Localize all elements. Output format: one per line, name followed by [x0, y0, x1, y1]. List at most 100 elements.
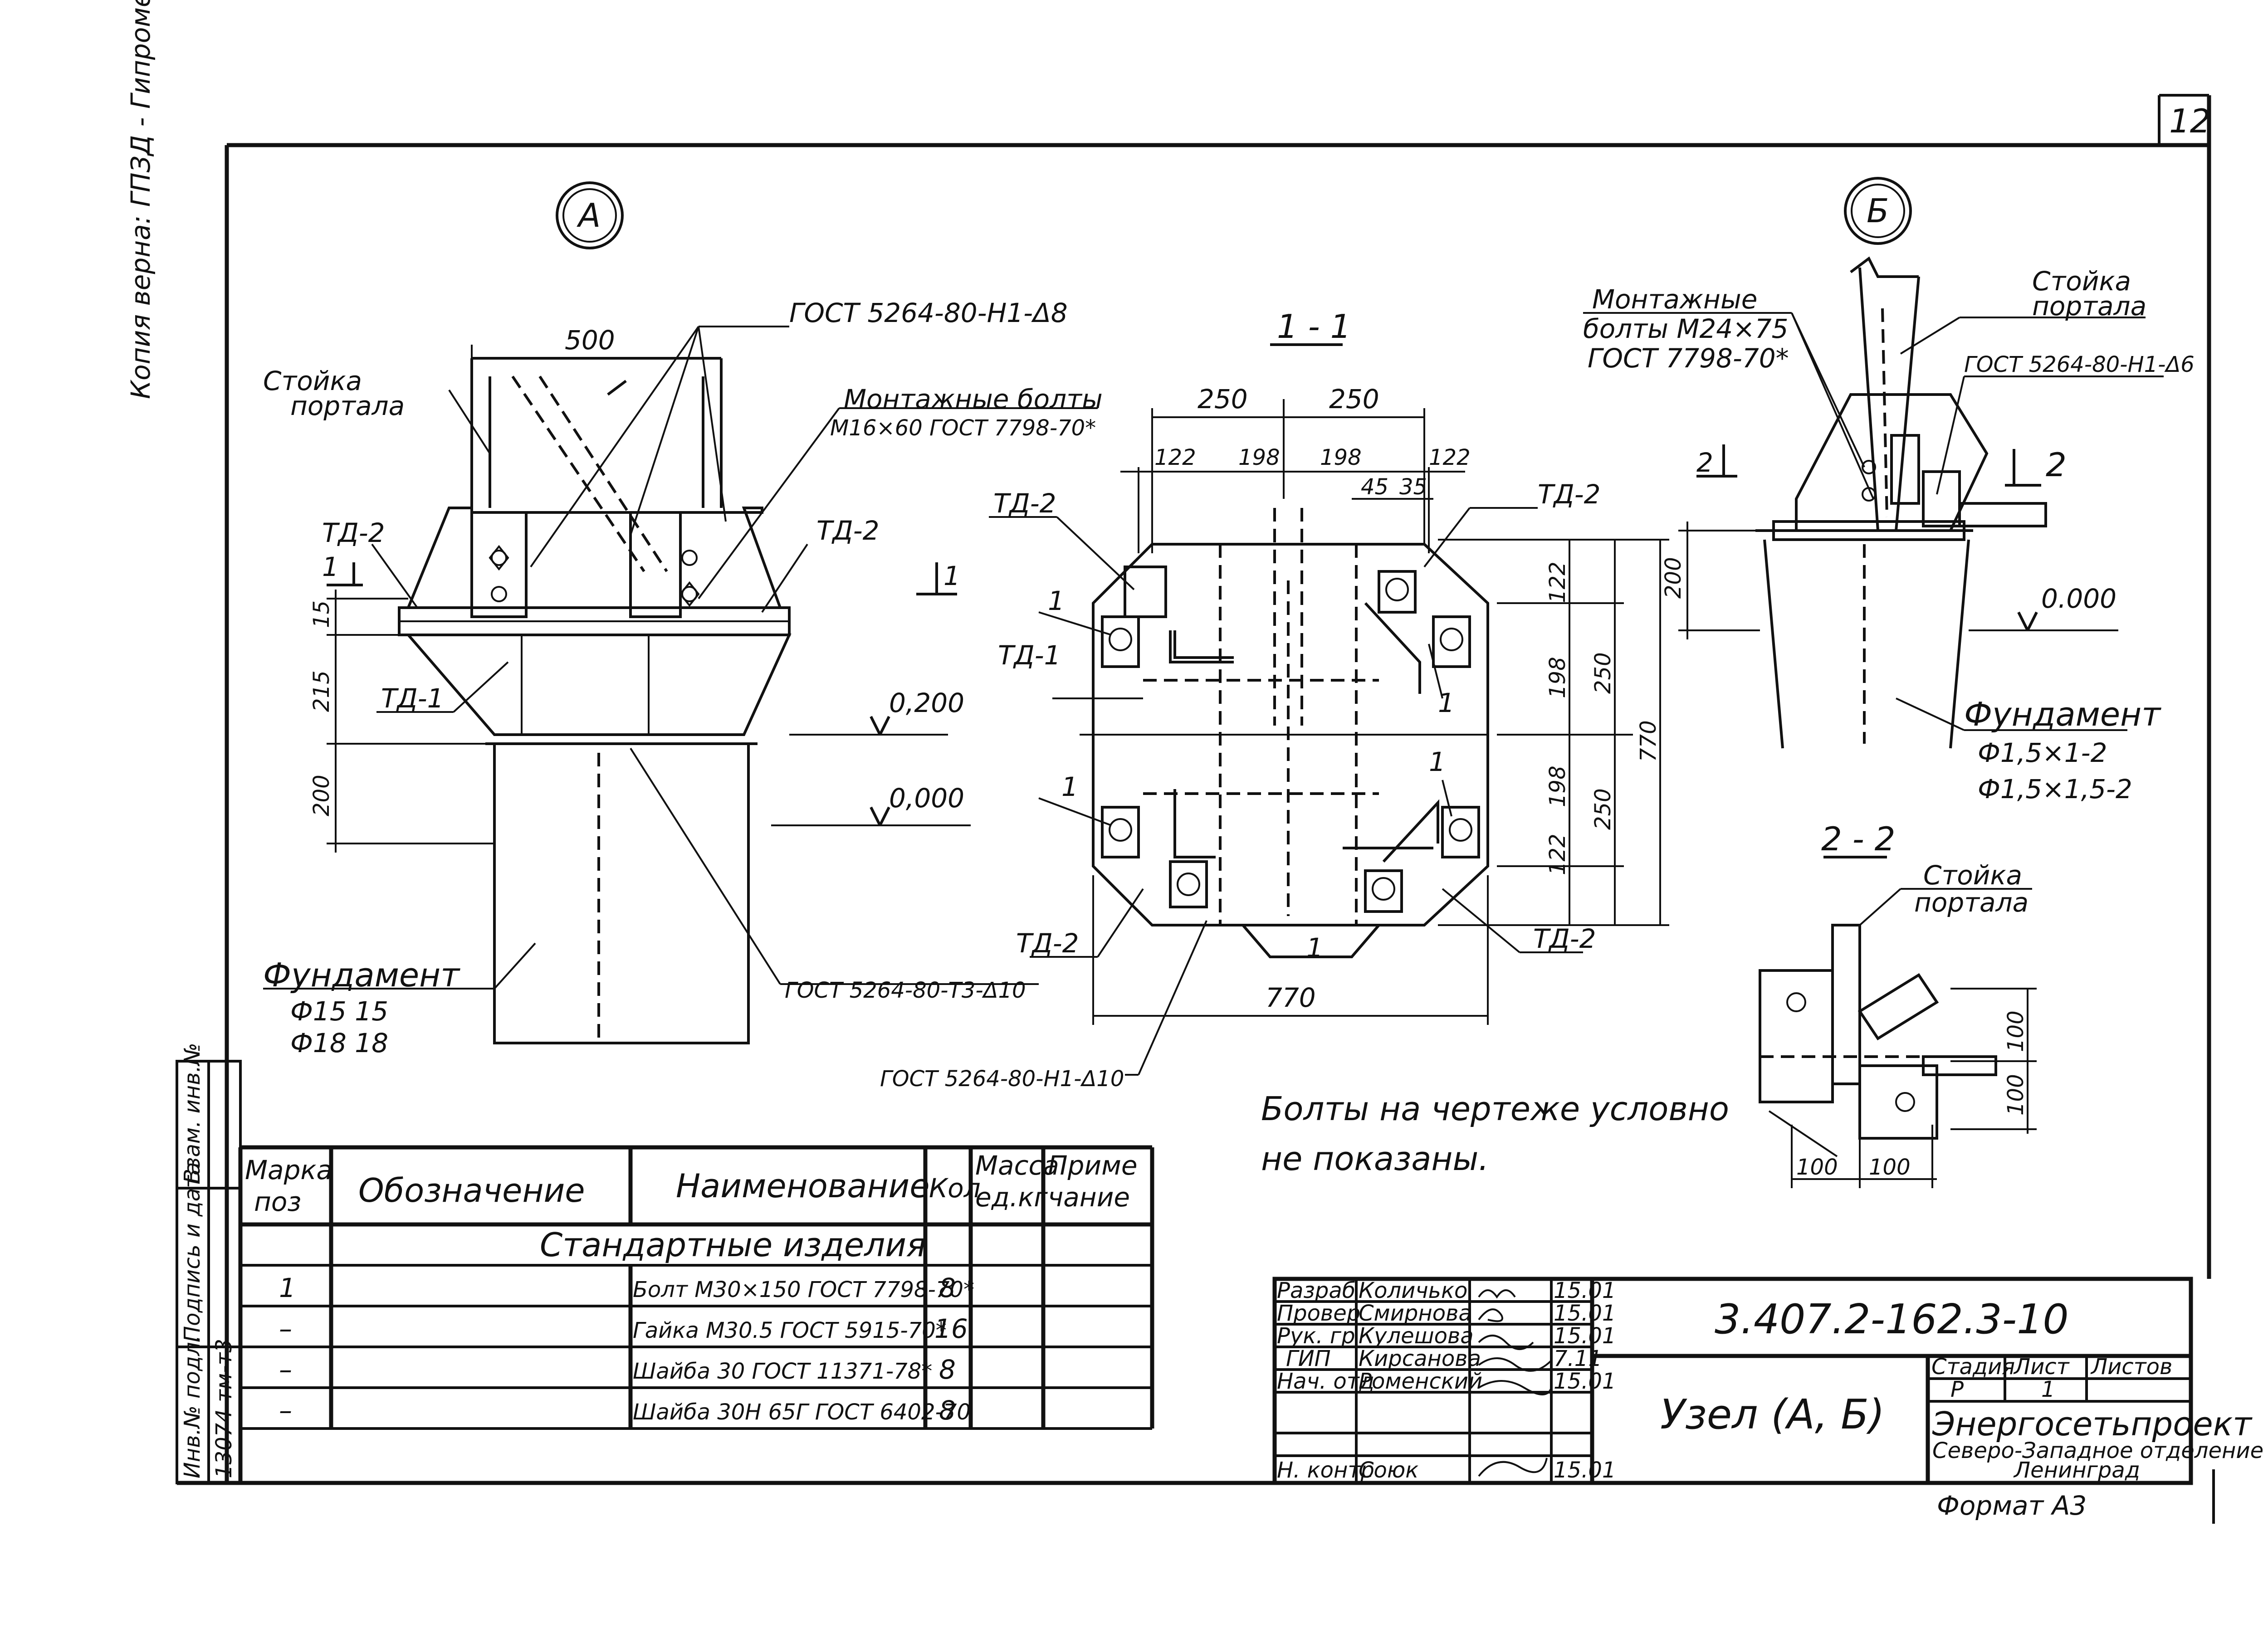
tb-date-4: 7.11 — [1554, 1346, 1602, 1371]
section-11-td2-bl: ТД-2 — [1016, 928, 1079, 959]
spec-row-2-qty: 16 — [934, 1313, 968, 1344]
spec-h-note-2: чание — [1048, 1182, 1130, 1213]
spec-row-1-qty: 8 — [939, 1273, 956, 1303]
tb-name-3: Кулешова — [1359, 1323, 1474, 1349]
view-b-bolts-2: болты М24×75 — [1583, 313, 1789, 344]
view-a-gost-top: ГОСТ 5264-80-Н1-Δ8 — [789, 297, 1068, 328]
section-11-v-770: 770 — [1636, 720, 1661, 762]
tb-date-3: 15.01 — [1554, 1323, 1616, 1349]
view-b-bolts-1: Монтажные — [1592, 284, 1757, 315]
sheet-number: 12 — [2169, 102, 2211, 140]
copy-note: Копия верна: ГПЗД - Гипромез — [125, 0, 156, 399]
side-stamp-inv-value: 13074 тм-т3 — [211, 1339, 237, 1478]
section-11-h-770: 770 — [1266, 982, 1316, 1013]
view-b-stand-1: Стойка — [2032, 266, 2131, 297]
view-a-dim-215: 215 — [309, 670, 334, 712]
view-a: А 500 — [263, 181, 1098, 1044]
spec-row-2-name: Гайка М30.5 ГОСТ 5915-70* — [633, 1318, 947, 1343]
spec-h-qty: Кол — [929, 1173, 981, 1204]
view-a-section-right: 1 — [943, 561, 960, 591]
side-stamp-sign-date: Подпись и дата — [180, 1162, 205, 1342]
section-11-dim-198b: 198 — [1320, 445, 1362, 470]
title-block — [1272, 1277, 2193, 1485]
view-b-foundation: Фундамент — [1964, 695, 2161, 733]
spec-row-2-mark: – — [279, 1313, 292, 1344]
view-b-marker: Б — [1867, 192, 1889, 230]
spec-h-mark-2: поз — [254, 1186, 301, 1217]
view-a-dim-500: 500 — [565, 325, 615, 356]
view-b-foundation-2: Ф1,5×1,5-2 — [1978, 774, 2132, 804]
section-11-title: 1 - 1 — [1277, 307, 1351, 346]
spec-h-designation: Обозначение — [358, 1171, 585, 1209]
tb-date-8: 15.01 — [1554, 1458, 1616, 1483]
view-a-section-left: 1 — [322, 551, 339, 582]
section-22-dim-100c: 100 — [2003, 1010, 2028, 1052]
view-b-bolts-3: ГОСТ 7798-70* — [1588, 343, 1789, 374]
section-22-dim-100a: 100 — [1796, 1155, 1838, 1180]
tb-sheet: 1 — [2041, 1377, 2055, 1402]
section-11-v-122a: 122 — [1545, 561, 1570, 603]
section-11-pos-1c: 1 — [1438, 687, 1455, 718]
section-11-pos-1d: 1 — [1429, 746, 1446, 777]
section-22-stand-2: портала — [1914, 887, 2028, 918]
spec-row-3-qty: 8 — [939, 1354, 956, 1385]
section-11-v-250b: 250 — [1590, 788, 1616, 830]
view-b-gost: ГОСТ 5264-80-Н1-Δ6 — [1964, 352, 2195, 377]
tb-role-1: Разраб — [1277, 1278, 1355, 1303]
section-22-dim-100b: 100 — [1869, 1155, 1911, 1180]
view-a-bolts-1: Монтажные болты — [844, 384, 1103, 414]
view-a-elev-top: 0,200 — [889, 687, 964, 718]
view-a-elev-zero: 0,000 — [889, 783, 964, 814]
tb-name-4: Кирсанова — [1359, 1346, 1481, 1371]
spec-row-3-name: Шайба 30 ГОСТ 11371-78* — [633, 1359, 932, 1384]
section-11-dim-250a: 250 — [1198, 384, 1248, 414]
tb-role-3: Рук. гр — [1277, 1323, 1355, 1349]
tb-role-8: Н. контр — [1277, 1458, 1374, 1483]
section-11-pos-1e: 1 — [1306, 932, 1323, 963]
section-1-1: 770 122 198 198 122 250 250 770 — [989, 343, 1669, 1076]
tb-role-4: ГИП — [1286, 1346, 1331, 1371]
view-a-foundation-1: Ф15 15 — [290, 996, 388, 1027]
view-a-td2-right: ТД-2 — [816, 515, 880, 546]
sheet-frame — [177, 94, 2215, 1524]
view-a-stand-2: портала — [290, 390, 405, 421]
view-a-marker-circle — [556, 181, 624, 249]
section-11-gost-bottom: ГОСТ 5264-80-Н1-Δ10 — [880, 1066, 1124, 1092]
view-a-marker: А — [577, 196, 601, 234]
tb-stage: Р — [1950, 1377, 1964, 1402]
tb-name-8: Союк — [1359, 1458, 1418, 1483]
section-2-2 — [1759, 856, 2037, 1188]
section-11-dim-198a: 198 — [1238, 445, 1280, 470]
section-11-td1: ТД-1 — [998, 640, 1061, 671]
section-11-v-198b: 198 — [1545, 765, 1570, 807]
view-b-sec-left: 2 — [1696, 447, 1713, 478]
side-stamp — [176, 1060, 242, 1484]
view-b-marker-circle — [1844, 177, 1912, 245]
tb-name-5: Роменский — [1359, 1369, 1482, 1394]
section-11-dim-250b: 250 — [1329, 384, 1379, 414]
tb-date-2: 15.01 — [1554, 1301, 1616, 1326]
tb-role-2: Провер — [1277, 1301, 1360, 1326]
spec-row-4-qty: 8 — [939, 1395, 956, 1426]
spec-h-name: Наименование — [676, 1167, 930, 1205]
section-22-stand-1: Стойка — [1923, 860, 2022, 891]
view-b-dim-200: 200 — [1661, 557, 1686, 599]
note-line-1: Болты на чертеже условно — [1261, 1090, 1729, 1128]
view-a-foundation: Фундамент — [263, 956, 460, 994]
tb-code: 3.407.2-162.3-10 — [1715, 1296, 2069, 1343]
view-a-stand-1: Стойка — [263, 366, 362, 396]
format-label: Формат А3 — [1937, 1490, 2087, 1521]
tb-name-2: Смирнова — [1359, 1301, 1472, 1326]
tb-title: Узел (А, Б) — [1660, 1391, 1885, 1438]
spec-table — [238, 1145, 1154, 1483]
view-a-bolts-2: М16×60 ГОСТ 7798-70* — [830, 415, 1096, 441]
spec-row-4-mark: – — [279, 1395, 292, 1426]
view-b-elev-zero: 0.000 — [2041, 583, 2116, 614]
tb-sheet-h: Лист — [2013, 1354, 2070, 1380]
view-a-foundation-2: Ф18 18 — [290, 1028, 388, 1058]
spec-row-4-name: Шайба 30Н 65Г ГОСТ 6402-70 — [633, 1399, 971, 1425]
section-11-pos-1b: 1 — [1061, 771, 1078, 802]
section-11-dim-122b: 122 — [1429, 445, 1471, 470]
spec-h-mark-1: Марка — [245, 1155, 332, 1185]
